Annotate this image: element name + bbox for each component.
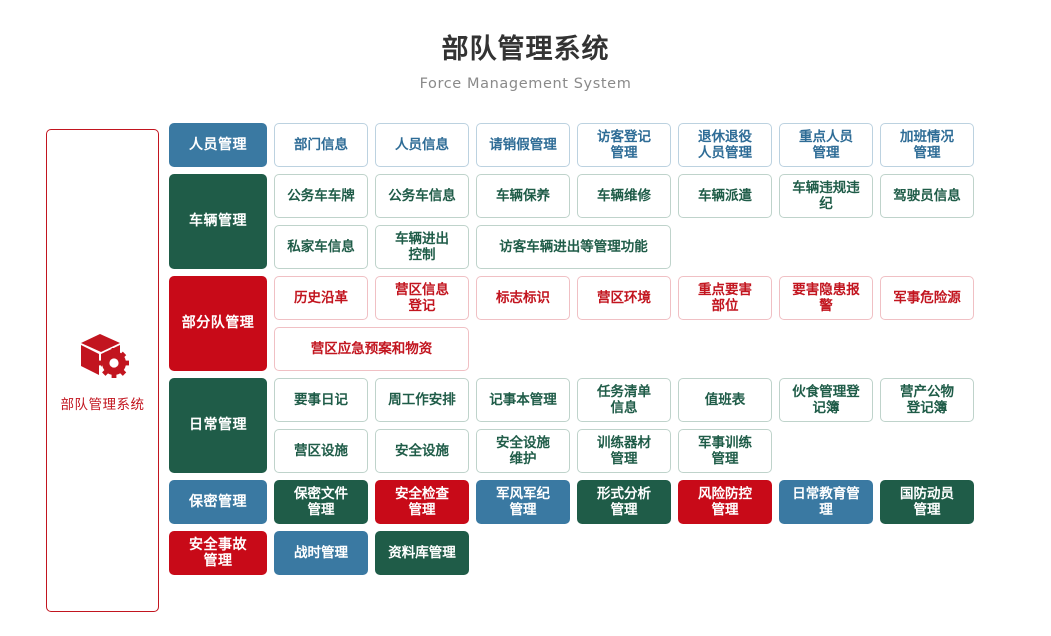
module-button[interactable]: 要害隐患报警 <box>779 276 873 320</box>
module-button[interactable]: 安全设施 <box>375 429 469 473</box>
row-header-button[interactable]: 日常管理 <box>169 378 267 473</box>
module-button[interactable]: 形式分析 管理 <box>577 480 671 524</box>
row-header-button[interactable]: 保密管理 <box>169 480 267 524</box>
module-row: 保密管理保密文件 管理安全检查 管理军风军纪 管理形式分析 管理风险防控 管理日… <box>169 480 1051 524</box>
module-button[interactable]: 军事训练 管理 <box>678 429 772 473</box>
module-button[interactable]: 车辆违规违纪 <box>779 174 873 218</box>
module-button[interactable]: 车辆保养 <box>476 174 570 218</box>
row-cells: 历史沿革营区信息 登记标志标识营区环境重点要害 部位要害隐患报警军事危险源营区应… <box>274 276 1051 371</box>
module-button[interactable]: 请销假管理 <box>476 123 570 167</box>
page-header: 部队管理系统 Force Management System <box>0 0 1051 92</box>
module-subrow: 部门信息人员信息请销假管理访客登记 管理退休退役 人员管理重点人员 管理加班情况… <box>274 123 1051 167</box>
module-matrix: 人员管理部门信息人员信息请销假管理访客登记 管理退休退役 人员管理重点人员 管理… <box>169 123 1051 582</box>
module-button[interactable]: 记事本管理 <box>476 378 570 422</box>
page-title: 部队管理系统 <box>441 34 610 65</box>
module-button[interactable]: 重点要害 部位 <box>678 276 772 320</box>
module-button[interactable]: 训练器材 管理 <box>577 429 671 473</box>
module-button[interactable]: 伙食管理登记簿 <box>779 378 873 422</box>
row-header-button[interactable]: 人员管理 <box>169 123 267 167</box>
module-button[interactable]: 安全检查 管理 <box>375 480 469 524</box>
module-subrow: 营区应急预案和物资 <box>274 327 1051 371</box>
row-header-button[interactable]: 车辆管理 <box>169 174 267 269</box>
module-button[interactable]: 营产公物 登记簿 <box>880 378 974 422</box>
module-row: 车辆管理公务车车牌公务车信息车辆保养车辆维修车辆派遣车辆违规违纪驾驶员信息私家车… <box>169 174 1051 269</box>
module-button[interactable]: 车辆进出 控制 <box>375 225 469 269</box>
module-button[interactable]: 国防动员 管理 <box>880 480 974 524</box>
module-row: 安全事故 管理战时管理资料库管理 <box>169 531 1051 575</box>
module-button[interactable]: 周工作安排 <box>375 378 469 422</box>
module-button[interactable]: 重点人员 管理 <box>779 123 873 167</box>
module-button[interactable]: 营区环境 <box>577 276 671 320</box>
row-cells: 战时管理资料库管理 <box>274 531 1051 575</box>
module-subrow: 战时管理资料库管理 <box>274 531 1051 575</box>
module-button[interactable]: 车辆派遣 <box>678 174 772 218</box>
module-button[interactable]: 资料库管理 <box>375 531 469 575</box>
module-subrow: 营区设施安全设施安全设施 维护训练器材 管理军事训练 管理 <box>274 429 1051 473</box>
module-button[interactable]: 驾驶员信息 <box>880 174 974 218</box>
module-button[interactable]: 风险防控 管理 <box>678 480 772 524</box>
page-subtitle: Force Management System <box>419 76 632 93</box>
module-button[interactable]: 历史沿革 <box>274 276 368 320</box>
module-subrow: 公务车车牌公务车信息车辆保养车辆维修车辆派遣车辆违规违纪驾驶员信息 <box>274 174 1051 218</box>
module-button[interactable]: 要事日记 <box>274 378 368 422</box>
module-button[interactable]: 军事危险源 <box>880 276 974 320</box>
module-row: 部分队管理历史沿革营区信息 登记标志标识营区环境重点要害 部位要害隐患报警军事危… <box>169 276 1051 371</box>
cube-gear-icon <box>75 329 131 381</box>
row-cells: 保密文件 管理安全检查 管理军风军纪 管理形式分析 管理风险防控 管理日常教育管… <box>274 480 1051 524</box>
row-cells: 要事日记周工作安排记事本管理任务清单 信息值班表伙食管理登记簿营产公物 登记簿营… <box>274 378 1051 473</box>
module-button[interactable]: 安全设施 维护 <box>476 429 570 473</box>
system-logo-panel: 部队管理系统 <box>46 129 159 612</box>
row-cells: 部门信息人员信息请销假管理访客登记 管理退休退役 人员管理重点人员 管理加班情况… <box>274 123 1051 167</box>
module-button[interactable]: 营区信息 登记 <box>375 276 469 320</box>
module-button[interactable]: 公务车车牌 <box>274 174 368 218</box>
module-row: 日常管理要事日记周工作安排记事本管理任务清单 信息值班表伙食管理登记簿营产公物 … <box>169 378 1051 473</box>
module-button[interactable]: 战时管理 <box>274 531 368 575</box>
module-button[interactable]: 日常教育管理 <box>779 480 873 524</box>
module-subrow: 保密文件 管理安全检查 管理军风军纪 管理形式分析 管理风险防控 管理日常教育管… <box>274 480 1051 524</box>
module-button[interactable]: 私家车信息 <box>274 225 368 269</box>
module-button[interactable]: 营区设施 <box>274 429 368 473</box>
module-subrow: 要事日记周工作安排记事本管理任务清单 信息值班表伙食管理登记簿营产公物 登记簿 <box>274 378 1051 422</box>
module-button[interactable]: 军风军纪 管理 <box>476 480 570 524</box>
row-header-button[interactable]: 安全事故 管理 <box>169 531 267 575</box>
row-cells: 公务车车牌公务车信息车辆保养车辆维修车辆派遣车辆违规违纪驾驶员信息私家车信息车辆… <box>274 174 1051 269</box>
module-button[interactable]: 访客登记 管理 <box>577 123 671 167</box>
module-button[interactable]: 值班表 <box>678 378 772 422</box>
module-button[interactable]: 加班情况 管理 <box>880 123 974 167</box>
module-button[interactable]: 任务清单 信息 <box>577 378 671 422</box>
module-button[interactable]: 访客车辆进出等管理功能 <box>476 225 671 269</box>
module-button[interactable]: 退休退役 人员管理 <box>678 123 772 167</box>
content-area: 部队管理系统 人员管理部门信息人员信息请销假管理访客登记 管理退休退役 人员管理… <box>0 123 1051 612</box>
module-button[interactable]: 保密文件 管理 <box>274 480 368 524</box>
module-button[interactable]: 人员信息 <box>375 123 469 167</box>
module-row: 人员管理部门信息人员信息请销假管理访客登记 管理退休退役 人员管理重点人员 管理… <box>169 123 1051 167</box>
module-button[interactable]: 公务车信息 <box>375 174 469 218</box>
system-logo-label: 部队管理系统 <box>60 396 145 413</box>
module-subrow: 历史沿革营区信息 登记标志标识营区环境重点要害 部位要害隐患报警军事危险源 <box>274 276 1051 320</box>
module-button[interactable]: 车辆维修 <box>577 174 671 218</box>
row-header-button[interactable]: 部分队管理 <box>169 276 267 371</box>
module-button[interactable]: 部门信息 <box>274 123 368 167</box>
module-subrow: 私家车信息车辆进出 控制访客车辆进出等管理功能 <box>274 225 1051 269</box>
module-button[interactable]: 营区应急预案和物资 <box>274 327 469 371</box>
module-button[interactable]: 标志标识 <box>476 276 570 320</box>
